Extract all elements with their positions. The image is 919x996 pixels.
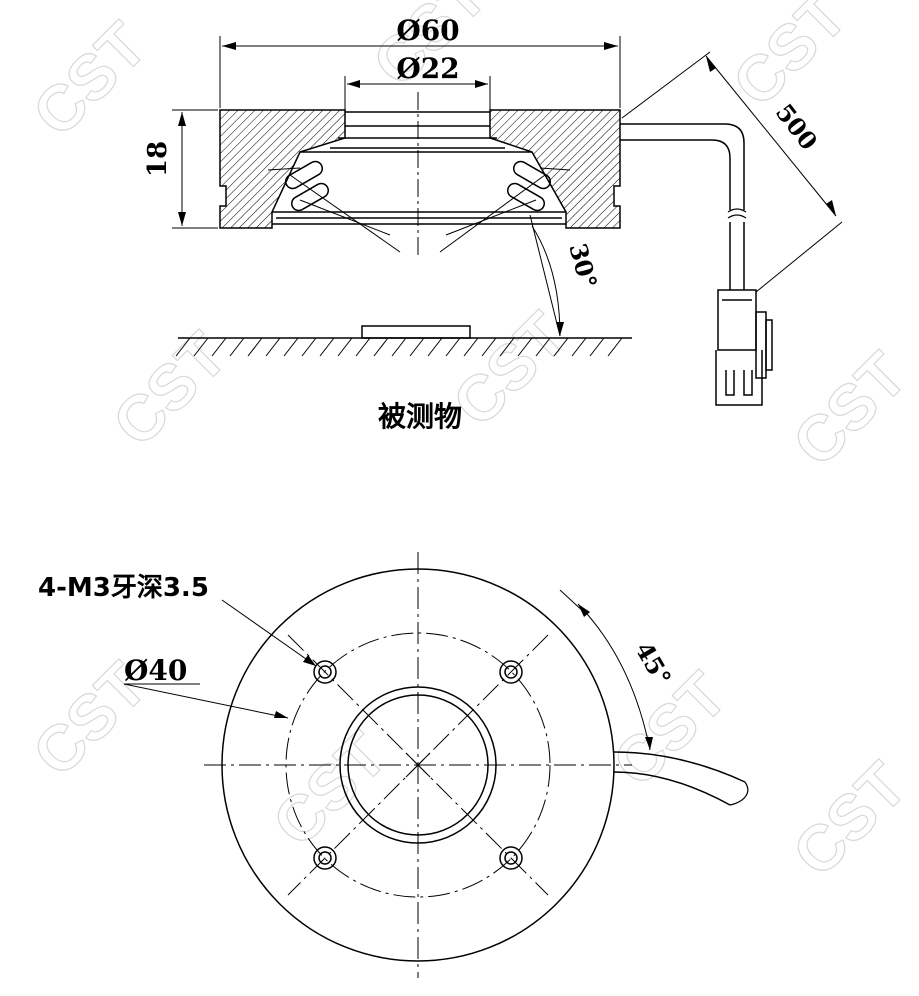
test-object — [361, 325, 471, 339]
bottom-view — [123, 552, 749, 978]
led-right — [506, 160, 552, 212]
pitch-leader — [123, 683, 289, 719]
height-label: 18 — [143, 141, 173, 177]
watermark: CST — [19, 8, 160, 149]
ground-hatch — [175, 337, 623, 357]
mount-hole — [313, 660, 337, 684]
watermark: CST — [779, 748, 919, 889]
light-rays — [267, 167, 571, 253]
thread-leader — [221, 599, 317, 667]
pitch-circle-label: Ø40 — [124, 654, 187, 687]
illumination-angle-label: 30° — [563, 240, 603, 291]
watermark: CST — [259, 718, 400, 859]
diffuser-plate — [272, 211, 566, 225]
connector — [715, 289, 773, 406]
watermark: CST — [99, 318, 240, 459]
side-view — [172, 36, 843, 406]
dim-line-cable — [705, 55, 837, 217]
mount-hole — [499, 660, 523, 684]
cable — [620, 123, 745, 210]
thread-spec-label: 4-M3牙深3.5 — [38, 573, 209, 603]
mount-hole — [313, 846, 337, 870]
mount-hole — [499, 846, 523, 870]
watermark: CST — [779, 338, 919, 479]
led-left — [284, 160, 330, 212]
outer-diameter-label: Ø60 — [396, 14, 459, 47]
cable-exit — [613, 751, 746, 806]
angle-arc-45 — [577, 603, 651, 751]
inner-diameter-label: Ø22 — [396, 52, 459, 85]
object-label: 被测物 — [378, 400, 462, 433]
